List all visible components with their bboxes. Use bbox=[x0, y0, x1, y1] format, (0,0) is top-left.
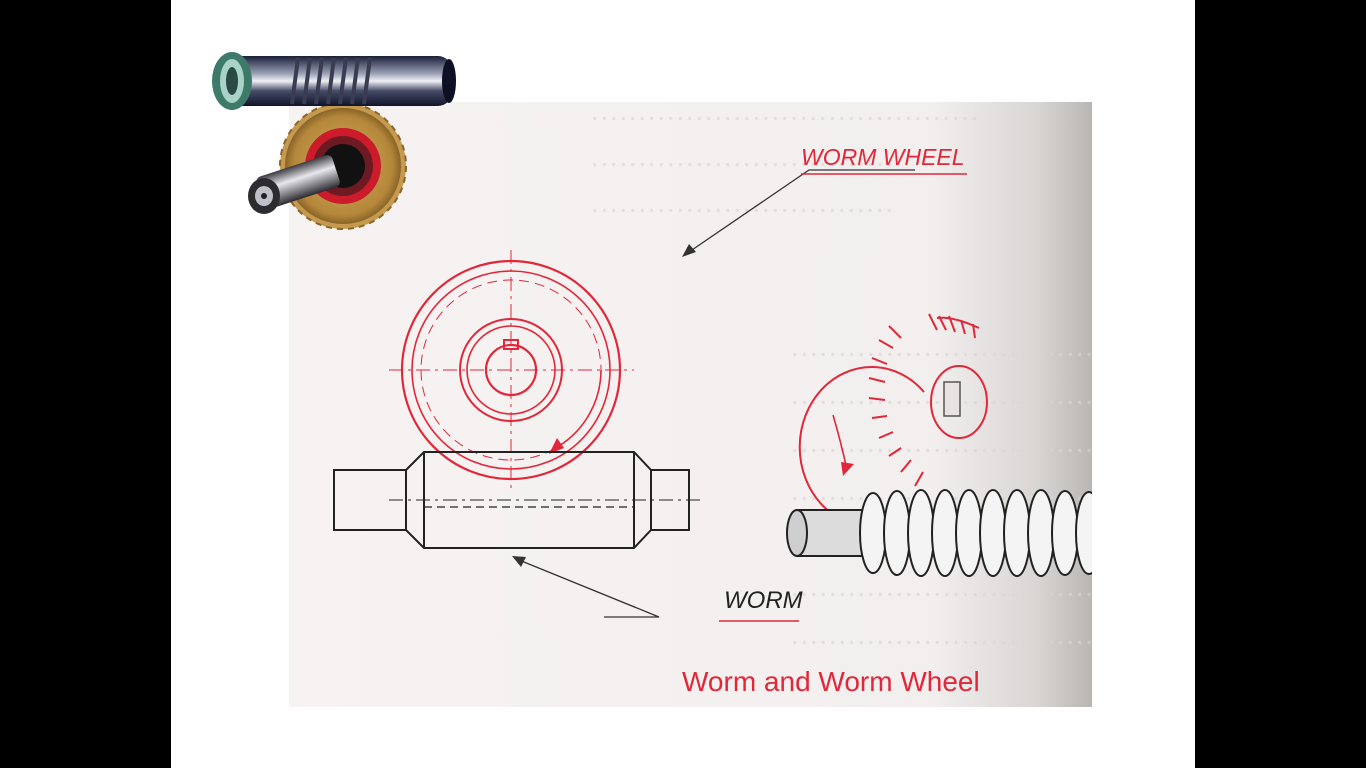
worm-gear-assembly-sketch bbox=[786, 313, 1092, 577]
slide: ........................................… bbox=[171, 0, 1195, 768]
leader-lines bbox=[512, 169, 915, 618]
worm-gear-3d-icon bbox=[212, 52, 456, 230]
worm-label: WORM bbox=[724, 587, 803, 614]
wheel-shaft-thumb bbox=[248, 155, 340, 214]
worm-wheel-drawing bbox=[389, 250, 634, 490]
worm-shaft-thumb bbox=[212, 52, 456, 110]
worm-wheel-label: WORM WHEEL bbox=[801, 144, 965, 170]
diagram-caption: Worm and Worm Wheel bbox=[682, 666, 980, 697]
worm-and-wheel-diagram: WORM WHEEL WORM Worm and Worm Wheel bbox=[333, 144, 1092, 697]
worm-drawing bbox=[333, 451, 704, 549]
